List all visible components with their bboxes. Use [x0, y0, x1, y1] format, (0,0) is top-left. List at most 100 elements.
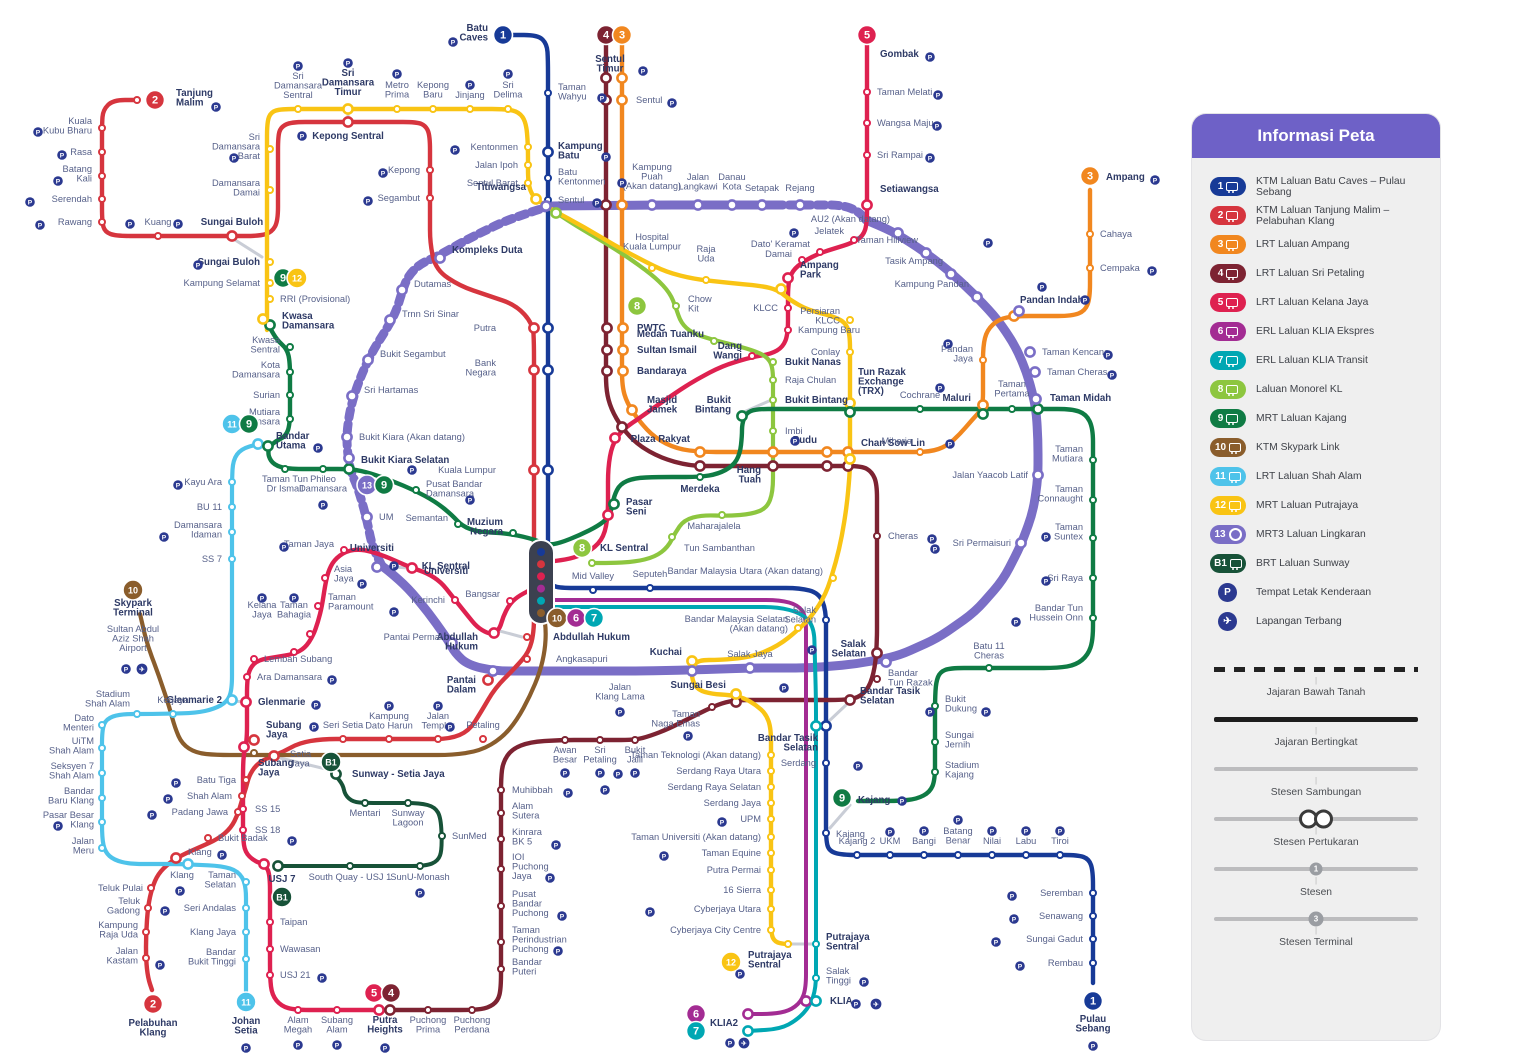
station-marker — [863, 88, 871, 96]
parking-icon — [465, 80, 475, 90]
station-marker — [767, 905, 775, 913]
station-label: Merdeka — [680, 484, 720, 495]
station-marker — [767, 866, 775, 874]
station-marker — [744, 662, 756, 674]
station-marker — [600, 72, 612, 84]
station-marker — [385, 735, 393, 743]
svg-text:6: 6 — [573, 613, 579, 625]
station-label: Taman Equine — [702, 848, 761, 858]
svg-text:1: 1 — [1090, 996, 1096, 1008]
station-label: Bukit Badak — [218, 833, 268, 843]
line-badge-1 — [492, 24, 514, 46]
svg-text:2: 2 — [150, 999, 156, 1011]
station-marker — [154, 232, 162, 240]
station-marker — [784, 326, 792, 334]
station-marker — [98, 172, 106, 180]
svg-text:8: 8 — [579, 543, 585, 555]
station-label: Labu — [1016, 836, 1037, 846]
station-label: Nilai — [983, 836, 1001, 846]
airport-icon — [870, 998, 882, 1010]
parking-icon — [465, 495, 475, 505]
line-badge-B1 — [320, 751, 342, 773]
station-marker — [979, 356, 987, 364]
station-marker — [596, 736, 604, 744]
svg-text:P: P — [1024, 828, 1029, 835]
legend-item-label: Laluan Monorel KL — [1256, 384, 1343, 395]
station-marker — [98, 769, 106, 777]
station-marker — [343, 452, 355, 464]
parking-icon — [211, 102, 221, 112]
legend-item-label: KTM Skypark Link — [1256, 442, 1340, 453]
svg-text:P: P — [244, 1045, 249, 1052]
legend-item-label: LRT Laluan Sri Petaling — [1256, 268, 1365, 279]
parking-icon — [1011, 617, 1021, 627]
legend-key-station: 1|Stesen — [1212, 862, 1420, 898]
station-marker — [861, 199, 873, 211]
svg-text:P: P — [928, 155, 933, 162]
station-label: Setiawangsa — [880, 184, 939, 195]
svg-text:P: P — [792, 230, 797, 237]
station-label: KLCC — [753, 303, 778, 313]
station-marker — [451, 596, 459, 604]
station-label: Sentul — [558, 195, 584, 205]
parking-icon — [563, 788, 573, 798]
station-marker — [98, 218, 106, 226]
station-marker — [1013, 305, 1025, 317]
station-label: Wangsa Maju — [877, 118, 934, 128]
station-marker — [454, 520, 462, 528]
station-marker — [798, 256, 806, 264]
svg-text:P: P — [994, 939, 999, 946]
station-marker — [240, 696, 252, 708]
station-marker — [977, 408, 989, 420]
station-label: SS 7 — [202, 554, 222, 564]
station-marker — [710, 337, 718, 345]
station-marker — [341, 431, 353, 443]
parking-icon — [595, 768, 605, 778]
station-marker — [988, 851, 996, 859]
station-marker — [266, 279, 274, 287]
parking-icon — [1055, 826, 1065, 836]
station-marker — [794, 624, 802, 632]
station-marker — [239, 805, 247, 813]
station-marker — [266, 945, 274, 953]
svg-text:P: P — [1110, 372, 1115, 379]
station-marker — [769, 376, 777, 384]
svg-text:P: P — [60, 152, 65, 159]
line-badge-8 — [571, 537, 593, 559]
line-2 — [99, 97, 537, 993]
station-marker — [412, 486, 420, 494]
parking-icon — [297, 131, 307, 141]
station-marker — [424, 1006, 432, 1014]
station-marker — [769, 396, 777, 404]
line-badge-B1 — [271, 886, 293, 908]
parking-icon — [450, 145, 460, 155]
station-marker — [820, 720, 832, 732]
legend-key-dashed: |Jajaran Bawah Tanah — [1212, 662, 1420, 698]
station-marker — [1086, 264, 1094, 272]
parking-icon — [357, 579, 367, 589]
legend-item-label: LRT Laluan Shah Alam — [1256, 471, 1362, 482]
parking-icon — [853, 761, 863, 771]
svg-text:P: P — [956, 817, 961, 824]
station-marker — [846, 348, 854, 356]
station-marker — [286, 391, 294, 399]
station-label: Rawang — [58, 217, 92, 227]
station-marker — [147, 884, 155, 892]
station-marker — [550, 207, 562, 219]
